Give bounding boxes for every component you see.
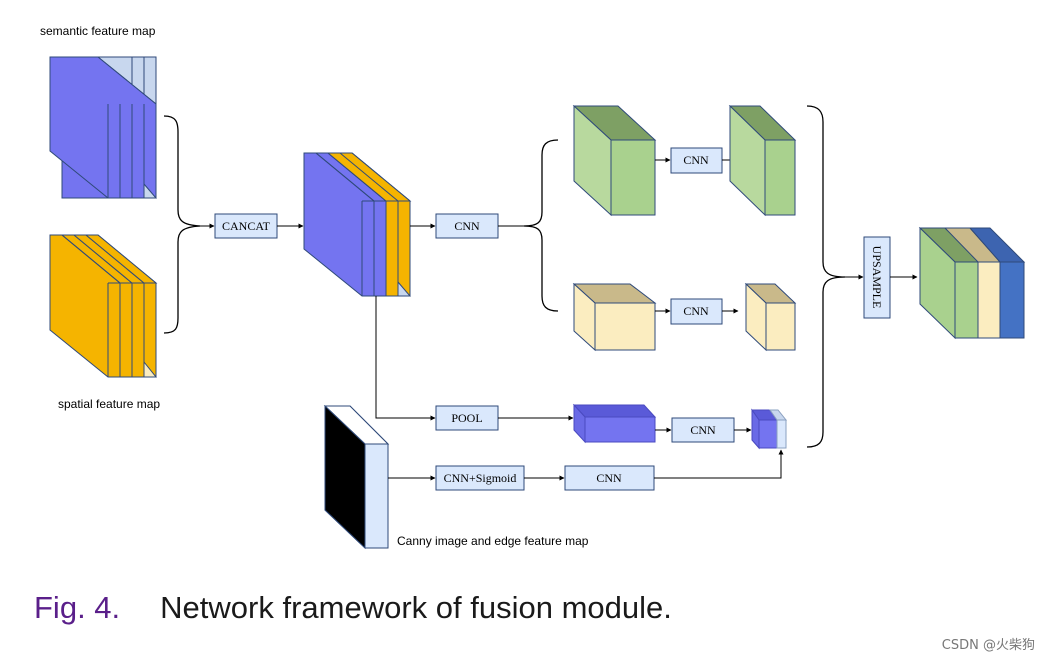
pool-label: POOL bbox=[451, 411, 482, 425]
merge-brace-right bbox=[806, 105, 846, 448]
concatenated-feature-stack bbox=[303, 152, 412, 297]
pool-box bbox=[435, 405, 499, 431]
fused-output-stack bbox=[918, 226, 1026, 340]
cnn-sigmoid-label: CNN+Sigmoid bbox=[444, 471, 517, 485]
blue-pooled-feature bbox=[572, 403, 657, 444]
semantic-feature-map-label: semantic feature map bbox=[40, 24, 156, 38]
cnn-edge-label: CNN bbox=[596, 471, 622, 485]
figure-title: Network framework of fusion module. bbox=[160, 590, 672, 625]
cnn-blue-box bbox=[671, 417, 735, 443]
canny-label: Canny image and edge feature map bbox=[397, 534, 589, 548]
upsample-box bbox=[863, 236, 891, 319]
spatial-feature-stack bbox=[49, 234, 158, 378]
figure-caption: Fig. 4. Network framework of fusion modul… bbox=[34, 590, 672, 626]
cnn-green-box bbox=[670, 147, 723, 174]
merge-brace-left bbox=[163, 115, 201, 334]
cnn-blue-label: CNN bbox=[690, 423, 716, 437]
blue-output-block bbox=[751, 408, 788, 450]
upsample-label: UPSAMPLE bbox=[870, 246, 884, 309]
cancat-box bbox=[214, 213, 278, 239]
figure-number: Fig. 4. bbox=[34, 590, 121, 625]
canny-edge-block bbox=[323, 404, 390, 550]
spatial-feature-map-label: spatial feature map bbox=[58, 397, 160, 411]
cnn-beige-box bbox=[670, 298, 723, 325]
watermark: CSDN @火柴狗 bbox=[941, 638, 1035, 653]
cnn-edge-box bbox=[564, 465, 655, 491]
line-to-pool bbox=[375, 296, 436, 421]
green-feature-cube bbox=[572, 104, 657, 217]
cancat-label: CANCAT bbox=[222, 219, 271, 233]
cnn-main-label: CNN bbox=[454, 219, 480, 233]
green-output-cube bbox=[728, 104, 797, 217]
cnn-beige-label: CNN bbox=[683, 304, 709, 318]
arrow-edge-to-blue-out bbox=[654, 449, 784, 479]
cnn-green-label: CNN bbox=[683, 153, 709, 167]
beige-feature-cube bbox=[572, 282, 657, 352]
beige-output-cube bbox=[744, 282, 797, 352]
semantic-feature-stack bbox=[49, 56, 158, 199]
split-brace bbox=[523, 139, 559, 312]
